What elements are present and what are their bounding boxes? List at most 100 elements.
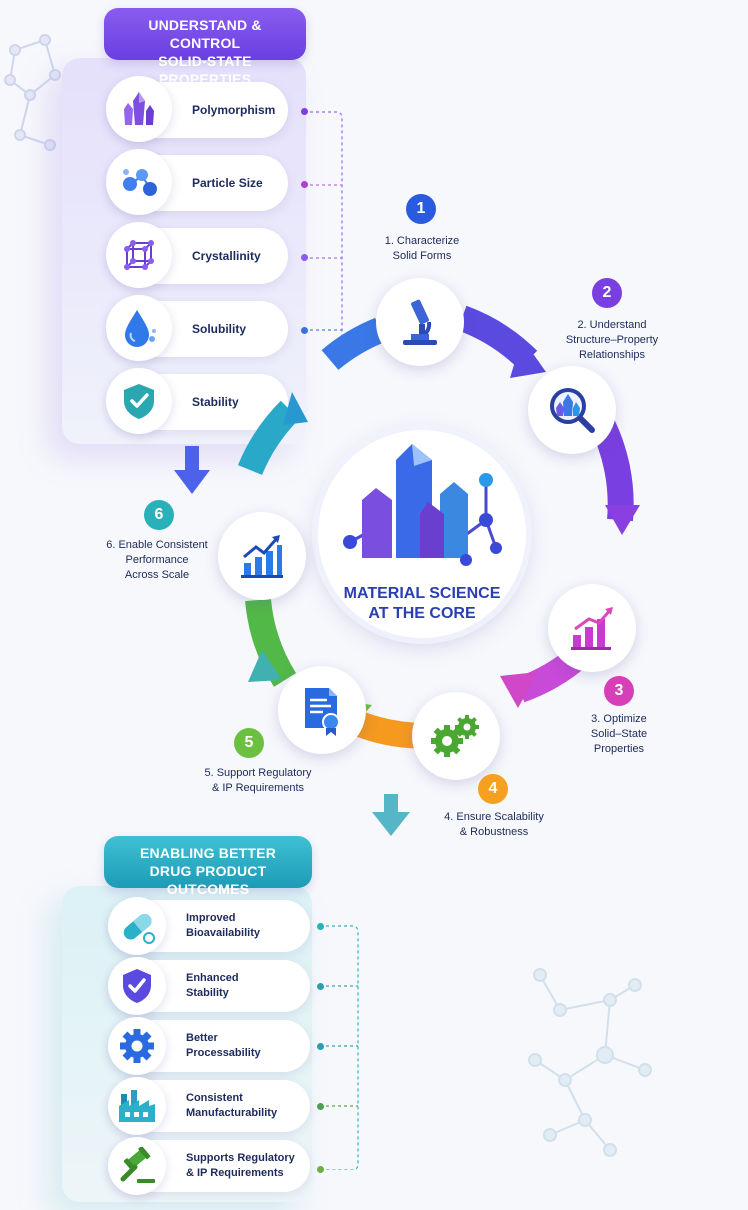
step-label-line: Solid Forms <box>392 250 452 262</box>
connector-dot <box>301 181 308 188</box>
outcomes-title-line2: DRUG PRODUCT OUTCOMES <box>149 863 267 897</box>
step-node-optimize <box>548 584 636 672</box>
connector-dot <box>317 923 324 930</box>
outcome-label-line: & IP Requirements <box>186 1167 284 1179</box>
arrow-down-icon <box>372 794 410 836</box>
molecule-decoration-top-left <box>4 34 61 151</box>
shield-check-icon <box>108 957 166 1015</box>
center-title-line1: MATERIAL SCIENCE <box>343 585 501 602</box>
shield-check-icon <box>106 368 172 434</box>
property-item-crystallinity: Crystallinity <box>106 222 288 288</box>
outcomes-section-title: ENABLING BETTER DRUG PRODUCT OUTCOMES <box>104 836 312 897</box>
magnifier-crystal-icon <box>550 388 595 433</box>
step-number-3: 3 <box>604 676 634 706</box>
step-label-4: 4. Ensure Scalability & Robustness <box>424 810 564 840</box>
outcome-label-line: Processability <box>186 1047 261 1059</box>
crystal-cluster-icon <box>106 76 172 142</box>
outcomes-connectors <box>320 925 359 1170</box>
step-label-line: 5. Support Regulatory <box>204 767 312 779</box>
connector-dot <box>301 327 308 334</box>
property-item-polymorphism: Polymorphism <box>106 76 288 142</box>
step-number-4: 4 <box>478 774 508 804</box>
property-item-stability: Stability <box>106 368 288 434</box>
outcome-label-line: Stability <box>186 987 229 999</box>
connector-dot <box>301 108 308 115</box>
step-label-line: Structure–Property <box>565 334 659 346</box>
properties-title-line1: UNDERSTAND & CONTROL <box>148 17 262 51</box>
step-label-line: & IP Requirements <box>211 782 305 794</box>
water-drop-icon <box>106 295 172 361</box>
step-label-5: 5. Support Regulatory & IP Requirements <box>188 766 328 796</box>
microscope-icon <box>403 299 437 345</box>
property-label: Solubility <box>192 321 246 336</box>
outcome-label-line: Bioavailability <box>186 927 260 939</box>
gavel-icon <box>108 1137 166 1195</box>
step-label-1: 1. Characterize Solid Forms <box>352 234 492 264</box>
outcome-item-manufacturability: Consistent Manufacturability <box>108 1077 310 1135</box>
step-node-scalability <box>412 692 500 780</box>
bar-chart-icon <box>571 607 613 650</box>
molecule-decoration-bottom-right <box>528 968 652 1157</box>
outcome-label: Consistent Manufacturability <box>186 1091 277 1121</box>
outcome-label-line: Supports Regulatory <box>186 1152 295 1164</box>
step-number-1: 1 <box>406 194 436 224</box>
step-label-line: 1. Characterize <box>384 235 460 247</box>
connector-dot <box>301 254 308 261</box>
step-number-2: 2 <box>592 278 622 308</box>
connector-dot <box>317 1103 324 1110</box>
property-label: Particle Size <box>192 175 263 190</box>
properties-connectors <box>304 111 343 340</box>
outcome-label-line: Consistent <box>186 1092 243 1104</box>
outcome-label-line: Improved <box>186 912 236 924</box>
connector-dot <box>317 983 324 990</box>
property-label: Polymorphism <box>192 102 276 117</box>
step-label-2: 2. Understand Structure–Property Relatio… <box>552 318 672 363</box>
particles-icon <box>106 149 172 215</box>
step-label-line: Properties <box>593 743 645 755</box>
step-label-line: Performance <box>125 554 189 566</box>
outcome-label: Enhanced Stability <box>186 971 239 1001</box>
outcome-item-stability: Enhanced Stability <box>108 957 310 1015</box>
outcome-label-line: Enhanced <box>186 972 239 984</box>
outcome-item-processability: Better Processability <box>108 1017 310 1075</box>
outcome-label: Supports Regulatory & IP Requirements <box>186 1151 295 1181</box>
center-title-line2: AT THE CORE <box>368 605 476 622</box>
arrow-down-icon <box>174 446 210 494</box>
property-item-solubility: Solubility <box>106 295 288 361</box>
step-label-3: 3. Optimize Solid–State Properties <box>574 712 664 757</box>
certificate-icon <box>305 688 340 736</box>
crystal-lattice-icon <box>106 222 172 288</box>
factory-icon <box>108 1077 166 1135</box>
step-label-line: 2. Understand <box>577 319 647 331</box>
step-node-characterize <box>376 278 464 366</box>
step-label-line: Relationships <box>578 349 646 361</box>
outcome-label: Better Processability <box>186 1031 261 1061</box>
step-label-line: Across Scale <box>124 569 190 581</box>
center-title: MATERIAL SCIENCE AT THE CORE <box>326 584 518 624</box>
gears-icon <box>431 715 479 757</box>
connector-dot <box>317 1166 324 1173</box>
step-node-consistent-performance <box>218 512 306 600</box>
step-number-6: 6 <box>144 500 174 530</box>
growth-chart-icon <box>241 535 283 578</box>
outcomes-title-line1: ENABLING BETTER <box>140 845 276 861</box>
step-label-line: 3. Optimize <box>591 713 647 725</box>
step-number-5: 5 <box>234 728 264 758</box>
step-label-line: Solid–State <box>590 728 648 740</box>
outcome-label-line: Manufacturability <box>186 1107 278 1119</box>
capsule-icon <box>108 897 166 955</box>
property-item-particle-size: Particle Size <box>106 149 288 215</box>
property-label: Stability <box>192 394 239 409</box>
property-label: Crystallinity <box>192 248 261 263</box>
outcome-label-line: Better <box>186 1032 218 1044</box>
outcome-label: Improved Bioavailability <box>186 911 260 941</box>
connector-dot <box>317 1043 324 1050</box>
step-label-6: 6. Enable Consistent Performance Across … <box>92 538 222 583</box>
crystal-molecule-icon <box>343 444 502 566</box>
step-label-line: & Robustness <box>459 826 529 838</box>
outcome-item-bioavailability: Improved Bioavailability <box>108 897 310 955</box>
step-label-line: 6. Enable Consistent <box>106 539 208 551</box>
step-node-regulatory <box>278 666 366 754</box>
gear-icon <box>108 1017 166 1075</box>
outcome-item-regulatory: Supports Regulatory & IP Requirements <box>108 1137 310 1195</box>
